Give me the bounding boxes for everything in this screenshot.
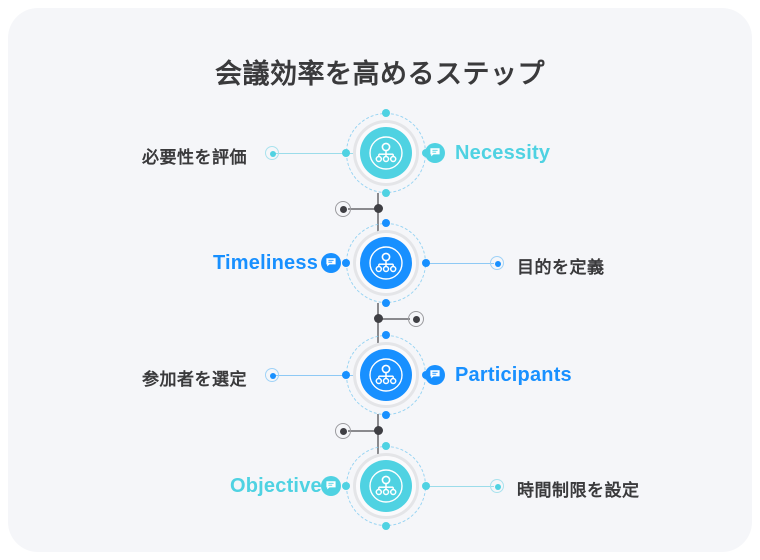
step-1-orbit-dot-left bbox=[342, 149, 350, 157]
branch-knot-2-3 bbox=[374, 314, 383, 323]
step-3-orbit-dot-left bbox=[342, 371, 350, 379]
step-3-en-label: Participants bbox=[455, 364, 572, 386]
leader-line-step-1 bbox=[272, 153, 378, 154]
infographic-card: 会議効率を高めるステップ 必要性を評価 bbox=[8, 8, 752, 552]
leader-line-step-4 bbox=[426, 486, 494, 487]
hierarchy-icon bbox=[360, 349, 412, 401]
branch-endpoint-3-4 bbox=[335, 423, 351, 439]
leader-line-step-3 bbox=[272, 375, 378, 376]
step-4-orbit-dot-bottom bbox=[382, 522, 390, 530]
leader-marker-step-3 bbox=[265, 368, 279, 382]
step-3-node[interactable] bbox=[342, 331, 430, 419]
hierarchy-icon bbox=[360, 127, 412, 179]
step-1-en-label: Necessity bbox=[455, 142, 551, 164]
step-2-node[interactable] bbox=[342, 219, 430, 307]
step-4-orbit-dot-left bbox=[342, 482, 350, 490]
branch-endpoint-1-2 bbox=[335, 201, 351, 217]
leader-marker-step-1 bbox=[265, 146, 279, 160]
chat-bubble-icon bbox=[429, 369, 441, 381]
page-title: 会議効率を高めるステップ bbox=[215, 59, 545, 89]
spine-segment-2-3 bbox=[377, 303, 379, 343]
step-3-jp-label: 参加者を選定 bbox=[142, 370, 247, 389]
hierarchy-icon bbox=[360, 460, 412, 512]
step-1-orbit-dot-top bbox=[382, 109, 390, 117]
step-4-node-disc bbox=[360, 460, 412, 512]
step-1-node[interactable] bbox=[342, 109, 430, 197]
branch-knot-3-4 bbox=[374, 426, 383, 435]
step-2-orbit-dot-bottom bbox=[382, 299, 390, 307]
step-4-jp-label: 時間制限を設定 bbox=[517, 481, 640, 500]
step-2-orbit-dot-right bbox=[422, 259, 430, 267]
hierarchy-icon bbox=[360, 237, 412, 289]
branch-endpoint-2-3 bbox=[408, 311, 424, 327]
step-1-orbit-dot-bottom bbox=[382, 189, 390, 197]
step-4-orbit-dot-top bbox=[382, 442, 390, 450]
step-3-orbit-dot-top bbox=[382, 331, 390, 339]
step-2-chat-badge[interactable] bbox=[321, 253, 341, 273]
step-1-jp-label: 必要性を評価 bbox=[142, 148, 247, 167]
leader-marker-step-2 bbox=[490, 256, 504, 270]
leader-line-step-2 bbox=[426, 263, 494, 264]
chat-bubble-icon bbox=[325, 480, 337, 492]
branch-stub-1-2 bbox=[348, 208, 378, 210]
step-2-orbit-dot-left bbox=[342, 259, 350, 267]
leader-marker-step-4 bbox=[490, 479, 504, 493]
step-3-node-disc bbox=[360, 349, 412, 401]
step-1-node-disc bbox=[360, 127, 412, 179]
step-4-orbit-dot-right bbox=[422, 482, 430, 490]
step-2-node-disc bbox=[360, 237, 412, 289]
step-4-node[interactable] bbox=[342, 442, 430, 530]
step-4-en-label: Objective bbox=[230, 475, 322, 497]
step-1-chat-badge[interactable] bbox=[425, 143, 445, 163]
branch-stub-3-4 bbox=[348, 430, 378, 432]
chat-bubble-icon bbox=[325, 257, 337, 269]
step-3-orbit-dot-bottom bbox=[382, 411, 390, 419]
spine-segment-1-2 bbox=[377, 193, 379, 233]
step-2-orbit-dot-top bbox=[382, 219, 390, 227]
chat-bubble-icon bbox=[429, 147, 441, 159]
step-2-en-label: Timeliness bbox=[213, 252, 319, 274]
step-2-jp-label: 目的を定義 bbox=[517, 258, 605, 277]
step-4-chat-badge[interactable] bbox=[321, 476, 341, 496]
step-3-chat-badge[interactable] bbox=[425, 365, 445, 385]
branch-knot-1-2 bbox=[374, 204, 383, 213]
branch-stub-2-3 bbox=[378, 318, 410, 320]
